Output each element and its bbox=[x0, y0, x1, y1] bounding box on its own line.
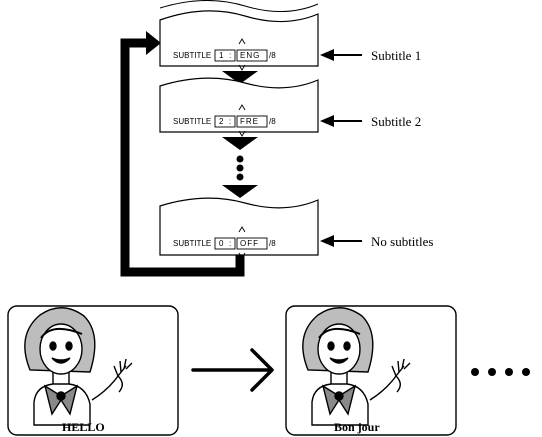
track-total: /8 bbox=[269, 51, 276, 60]
osd-label: SUBTITLE bbox=[173, 51, 211, 60]
osd-screen-2: SUBTITLE 2 : FRE /8 bbox=[159, 77, 319, 137]
language-code: FRE bbox=[240, 117, 259, 126]
up-down-cursor-icon bbox=[238, 38, 246, 71]
language-box bbox=[236, 49, 268, 62]
annotation-text: Subtitle 1 bbox=[371, 48, 421, 63]
osd-screen-3: SUBTITLE 0 : OFF /8 bbox=[159, 197, 319, 259]
annotation-text: No subtitles bbox=[371, 234, 433, 249]
down-arrow-icon bbox=[222, 71, 258, 84]
osd-label: SUBTITLE bbox=[173, 117, 211, 126]
loop-back-arrow bbox=[120, 31, 245, 277]
down-arrow-icon bbox=[222, 137, 258, 150]
osd-screen-1: SUBTITLE 1 : ENG /8 bbox=[159, 0, 319, 71]
language-box bbox=[236, 115, 268, 128]
separator: : bbox=[229, 117, 231, 126]
down-arrow-icon bbox=[222, 185, 258, 198]
track-number: 2 bbox=[219, 117, 224, 126]
language-code: ENG bbox=[240, 51, 260, 60]
girl-icon bbox=[302, 307, 411, 426]
track-number-box bbox=[214, 49, 236, 62]
annotation-text: Subtitle 2 bbox=[371, 114, 421, 129]
up-down-cursor-icon bbox=[238, 226, 246, 259]
separator: : bbox=[229, 239, 231, 248]
caption-text: Bon jour bbox=[334, 420, 380, 434]
track-number: 1 bbox=[219, 51, 224, 60]
up-down-cursor-icon bbox=[238, 104, 246, 137]
track-total: /8 bbox=[269, 117, 276, 126]
girl-icon bbox=[24, 307, 133, 426]
separator: : bbox=[229, 51, 231, 60]
horizontal-ellipsis-icon bbox=[471, 368, 530, 376]
right-arrow-icon bbox=[191, 348, 274, 392]
track-total: /8 bbox=[269, 239, 276, 248]
vertical-ellipsis-icon bbox=[236, 155, 244, 181]
osd-label: SUBTITLE bbox=[173, 239, 211, 248]
scene-panel-2: Bon jour bbox=[285, 305, 457, 436]
track-number: 0 bbox=[219, 239, 224, 248]
scene-panel-1: HELLO bbox=[7, 305, 179, 436]
track-number-box bbox=[214, 237, 236, 250]
language-box bbox=[236, 237, 268, 250]
track-number-box bbox=[214, 115, 236, 128]
language-code: OFF bbox=[240, 239, 259, 248]
caption-text: HELLO bbox=[62, 420, 105, 434]
annotation-2: Subtitle 2 bbox=[320, 114, 421, 129]
annotation-1: Subtitle 1 bbox=[320, 48, 421, 63]
annotation-3: No subtitles bbox=[320, 234, 433, 249]
